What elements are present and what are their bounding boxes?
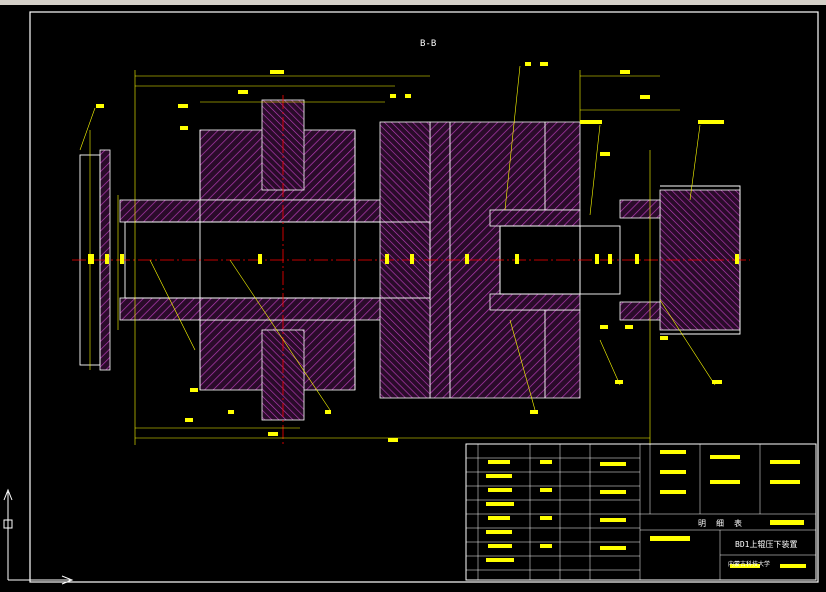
drawing-frame <box>29 11 819 583</box>
section-label: B-B <box>420 39 436 49</box>
title-block-row-label: 明 <box>698 519 706 528</box>
drawing-title: BD1上辊压下装置 <box>735 539 797 549</box>
window-edge <box>0 0 826 5</box>
dimension-lines <box>79 65 716 445</box>
dimension-values <box>88 62 739 442</box>
title-block-row-label: 细 <box>716 518 724 528</box>
school-name: 内蒙古科技大学 <box>728 560 770 568</box>
title-block: 明 细 表 BD1上辊压下装置 内蒙古科技大学 <box>465 443 817 581</box>
hatched-parts <box>99 99 741 421</box>
ucs-axis-icon <box>3 488 74 585</box>
title-block-row-label: 表 <box>734 518 742 528</box>
